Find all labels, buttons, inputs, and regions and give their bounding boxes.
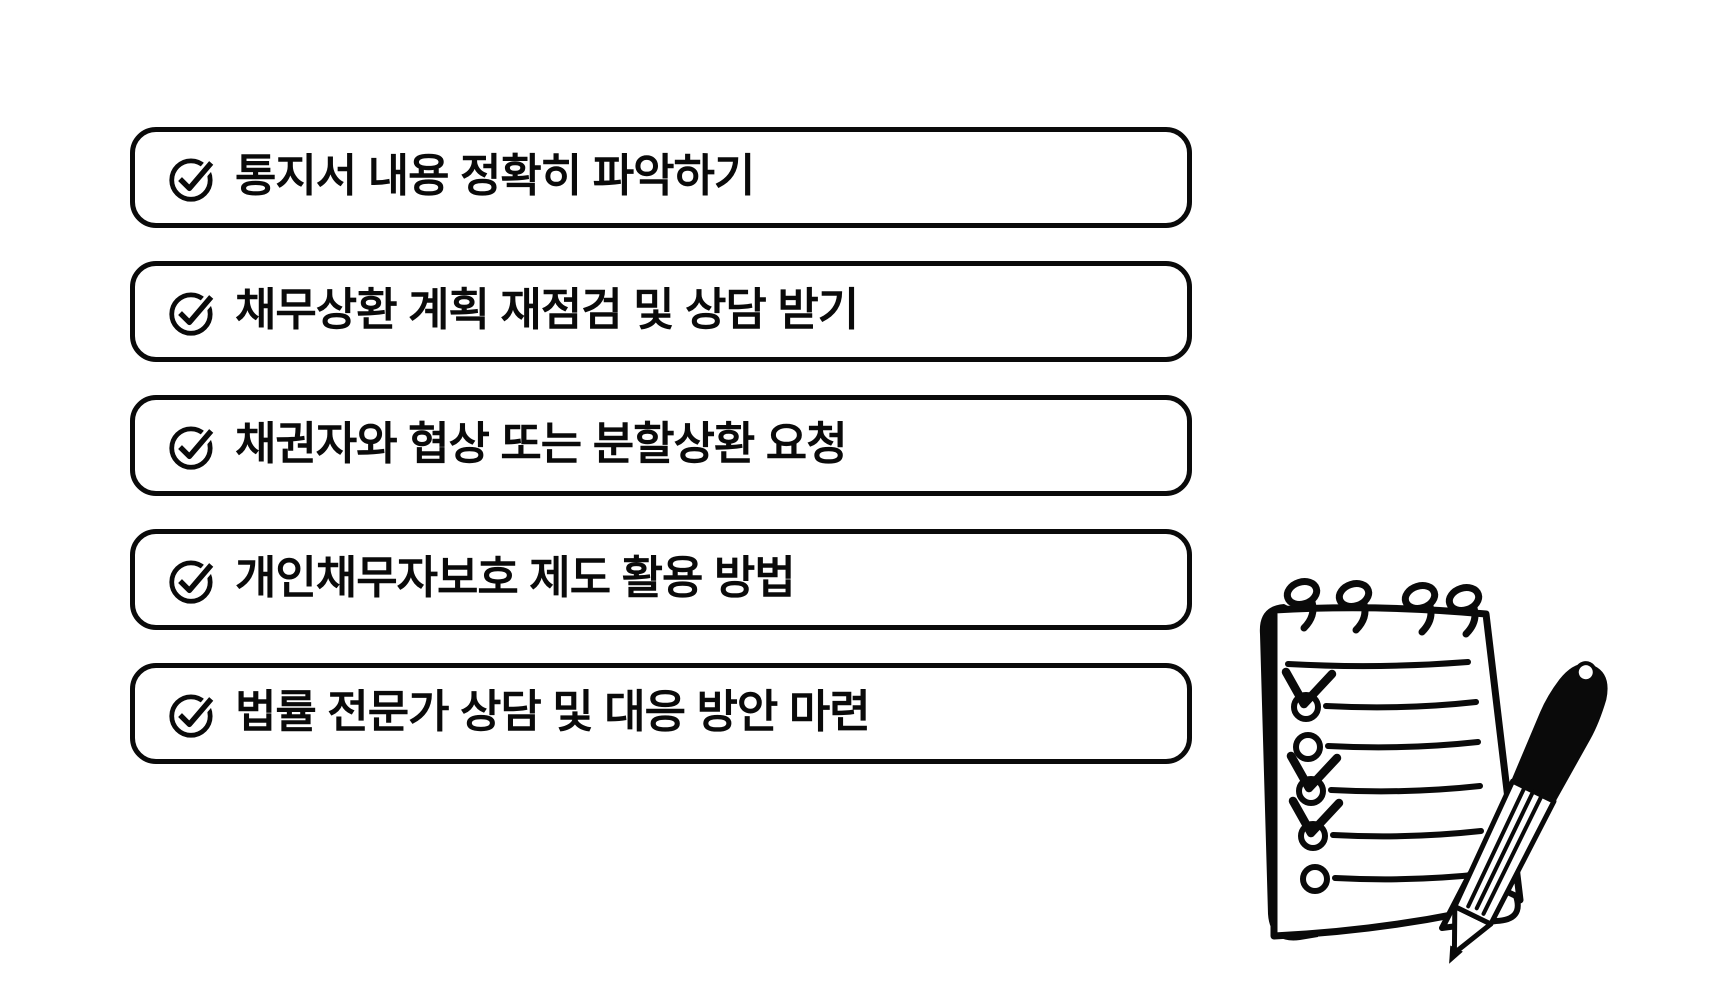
checklist-item: 채무상환 계획 재점검 및 상담 받기 [130, 261, 1192, 362]
notepad-checkmarks [1281, 667, 1344, 838]
pen-barrel-stripes [1466, 786, 1543, 916]
notepad-pen-illustration [1238, 568, 1628, 988]
check-circle-icon [169, 693, 216, 738]
notepad-spiral-rings [1283, 578, 1483, 638]
pen-tip [1449, 945, 1463, 964]
checklist-item-label: 채권자와 협상 또는 분할상환 요청 [235, 418, 848, 469]
pen [1449, 661, 1608, 964]
check-circle-icon [169, 291, 216, 336]
pen-cap [1511, 663, 1608, 803]
checklist-item-label: 법률 전문가 상담 및 대응 방안 마련 [235, 686, 871, 737]
check-circle-icon [169, 157, 216, 202]
notepad-ruled-lines [1285, 659, 1486, 883]
checklist-item: 법률 전문가 상담 및 대응 방안 마련 [130, 663, 1192, 764]
checklist-item-label: 통지서 내용 정확히 파악하기 [235, 150, 755, 201]
checklist: 통지서 내용 정확히 파악하기 채무상환 계획 재점검 및 상담 받기 채권자와… [130, 127, 1192, 764]
checklist-item: 채권자와 협상 또는 분할상환 요청 [130, 395, 1192, 496]
checklist-item: 통지서 내용 정확히 파악하기 [130, 127, 1192, 228]
checklist-item: 개인채무자보호 제도 활용 방법 [130, 529, 1192, 630]
pen-cap-highlight [1574, 661, 1597, 684]
checklist-item-label: 채무상환 계획 재점검 및 상담 받기 [235, 284, 859, 335]
checklist-item-label: 개인채무자보호 제도 활용 방법 [235, 552, 796, 603]
check-circle-icon [169, 425, 216, 470]
notepad-checklist-and-pen-icon [1259, 578, 1608, 964]
check-circle-icon [169, 559, 216, 604]
